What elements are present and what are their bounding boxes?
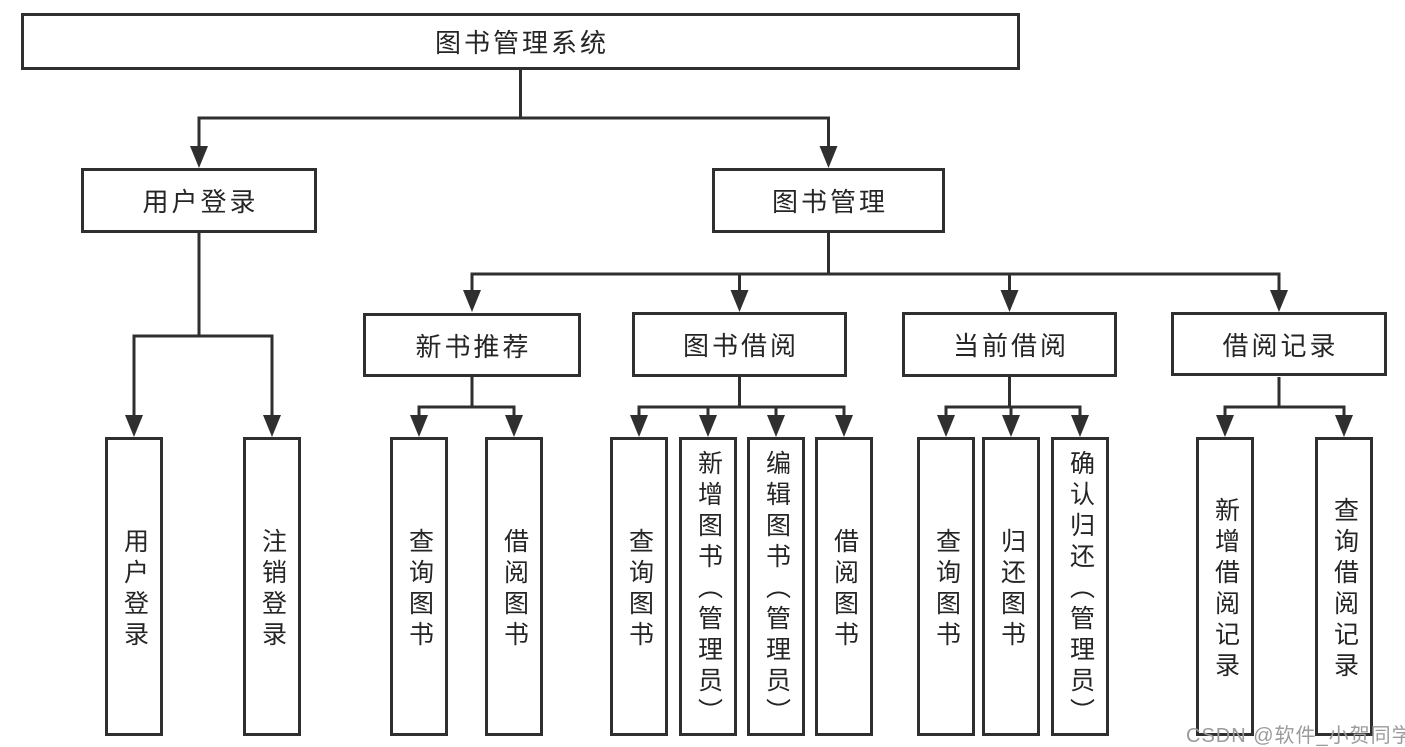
node-user-login-label: 用户登录: [142, 187, 259, 217]
leaf-add-books-admin: 新增图书（管理员）: [679, 437, 737, 736]
node-current-borrow: 当前借阅: [902, 312, 1117, 377]
leaf-borrow-books: 借阅图书: [815, 437, 873, 736]
leaf-return-books: 归还图书: [982, 437, 1040, 736]
leaf-add-books-admin-label: 新增图书（管理员）: [694, 450, 723, 729]
leaf-user-login: 用户登录: [105, 437, 163, 736]
leaf-query-books-borrow: 查询图书: [610, 437, 668, 736]
node-new-book-recommend: 新书推荐: [363, 313, 581, 377]
leaf-query-books-newbooks-label: 查询图书: [405, 527, 434, 652]
node-book-borrow-label: 图书借阅: [682, 331, 799, 361]
leaf-confirm-return-admin-label: 确认归还（管理员）: [1066, 450, 1095, 729]
leaf-add-borrow-record-label: 新增借阅记录: [1211, 496, 1240, 683]
node-current-borrow-label: 当前借阅: [952, 331, 1069, 361]
node-root: 图书管理系统: [21, 13, 1020, 70]
leaf-logout: 注销登录: [243, 437, 301, 736]
csdn-watermark: CSDN @软件_小贺同学: [1186, 725, 1405, 747]
leaf-query-books-current: 查询图书: [917, 437, 975, 736]
node-book-management: 图书管理: [712, 168, 945, 233]
leaf-edit-books-admin: 编辑图书（管理员）: [747, 437, 805, 736]
leaf-borrow-books-label: 借阅图书: [830, 527, 859, 652]
leaf-borrow-books-newbooks: 借阅图书: [485, 437, 543, 736]
node-borrow-records-label: 借阅记录: [1222, 330, 1339, 361]
node-new-book-recommend-label: 新书推荐: [415, 331, 532, 362]
node-root-label: 图书管理系统: [434, 28, 609, 58]
node-user-login: 用户登录: [81, 168, 317, 233]
leaf-query-books-newbooks: 查询图书: [390, 437, 448, 736]
leaf-query-books-current-label: 查询图书: [932, 527, 961, 652]
leaf-add-borrow-record: 新增借阅记录: [1196, 437, 1254, 736]
leaf-borrow-books-newbooks-label: 借阅图书: [500, 527, 529, 652]
leaf-confirm-return-admin: 确认归还（管理员）: [1051, 437, 1109, 736]
leaf-edit-books-admin-label: 编辑图书（管理员）: [762, 450, 791, 729]
leaf-return-books-label: 归还图书: [997, 527, 1026, 652]
leaf-logout-label: 注销登录: [258, 527, 287, 652]
leaf-user-login-label: 用户登录: [120, 527, 149, 652]
leaf-query-books-borrow-label: 查询图书: [625, 527, 654, 652]
leaf-query-borrow-record-label: 查询借阅记录: [1330, 496, 1359, 683]
node-book-management-label: 图书管理: [771, 187, 888, 217]
node-book-borrow: 图书借阅: [632, 312, 847, 377]
arrowheads: [125, 146, 1353, 437]
leaf-query-borrow-record: 查询借阅记录: [1315, 437, 1373, 736]
node-borrow-records: 借阅记录: [1171, 312, 1387, 376]
